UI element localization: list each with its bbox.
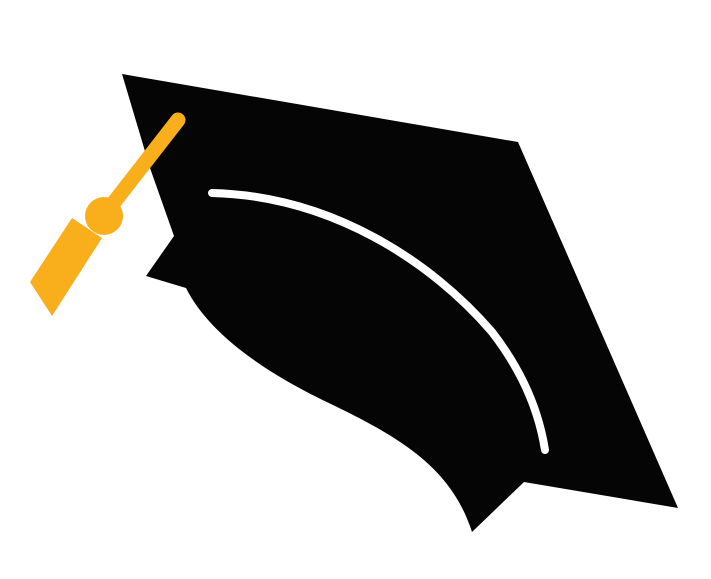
tassel-cord xyxy=(100,112,186,218)
cap-body xyxy=(122,74,678,532)
cap-highlight xyxy=(208,189,549,454)
tassel-fringe xyxy=(30,218,102,316)
tassel-knot xyxy=(85,197,123,235)
